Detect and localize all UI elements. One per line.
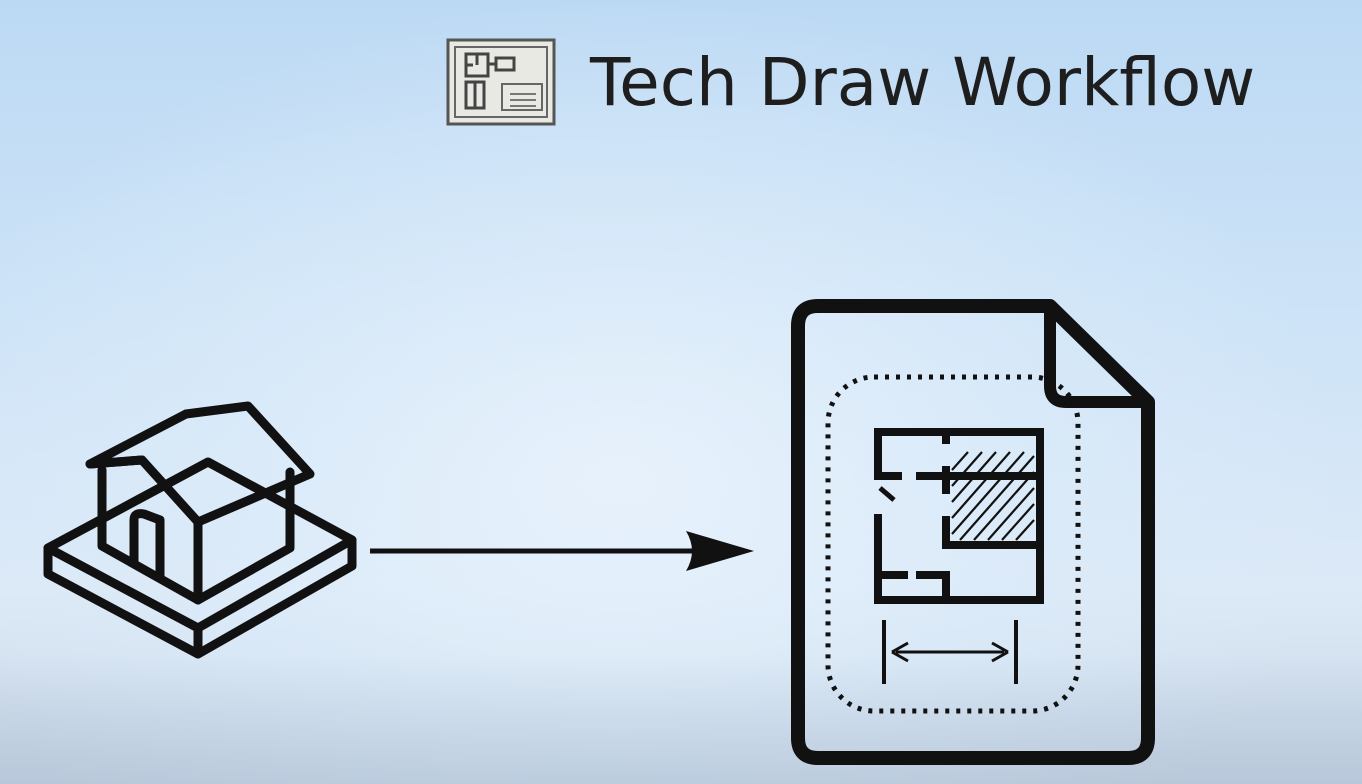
dimension-line — [882, 620, 1018, 684]
page-title: Tech Draw Workflow — [590, 43, 1256, 121]
techdraw-workbench-icon — [446, 38, 556, 126]
house-3d-model-icon — [43, 401, 357, 659]
hatched-room — [951, 451, 1035, 541]
header: Tech Draw Workflow — [446, 37, 1255, 127]
drawing-page-icon — [791, 299, 1155, 765]
arrow-right-icon — [370, 531, 754, 571]
